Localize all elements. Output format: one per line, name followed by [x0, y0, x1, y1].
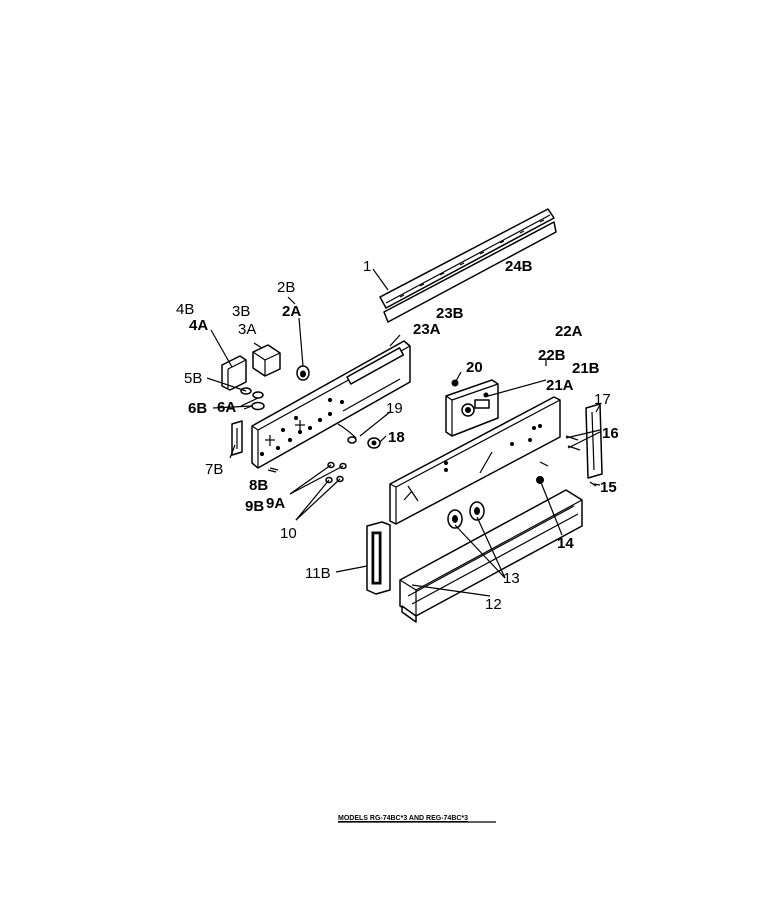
switch-block — [252, 344, 281, 377]
label-7b: 7B — [205, 461, 223, 478]
label-12: 12 — [485, 596, 502, 613]
label-15: 15 — [600, 479, 617, 496]
label-2b: 2B — [277, 279, 295, 296]
nut-18 — [367, 437, 381, 449]
screw-8b — [269, 467, 279, 471]
label-19: 19 — [386, 400, 403, 417]
wire-19 — [337, 423, 357, 444]
label-10: 10 — [280, 525, 297, 542]
end-cap-11b — [366, 521, 391, 595]
label-21b: 21B — [572, 360, 600, 377]
label-14: 14 — [557, 535, 574, 552]
label-8b: 8B — [249, 477, 268, 494]
label-21a: 21A — [546, 377, 574, 394]
back-panel — [251, 340, 411, 469]
label-16: 16 — [602, 425, 619, 442]
front-control-panel — [389, 396, 561, 525]
control-module — [445, 379, 499, 437]
bottom-trim-extrusion — [399, 489, 583, 623]
label-2a: 2A — [282, 303, 301, 320]
label-18: 18 — [388, 429, 405, 446]
clip-part — [296, 365, 310, 381]
label-11b: 11B — [305, 565, 331, 582]
label-5b: 5B — [184, 370, 202, 387]
label-9b: 9B — [245, 498, 264, 515]
label-6a: 6A — [217, 399, 236, 416]
label-20: 20 — [466, 359, 483, 376]
label-1: 1 — [363, 258, 371, 275]
label-22b: 22B — [538, 347, 566, 364]
label-6b: 6B — [188, 400, 207, 417]
label-3b: 3B — [232, 303, 250, 320]
top-trim-rail — [379, 208, 557, 323]
knobs-13 — [447, 501, 485, 529]
label-4b: 4B — [176, 301, 194, 318]
label-17: 17 — [594, 391, 611, 408]
models-caption: MODELS RG-74BC*3 AND REG-74BC*3 — [338, 815, 468, 822]
label-4a: 4A — [189, 317, 208, 334]
leader-lines — [206, 268, 601, 597]
label-3a: 3A — [238, 321, 256, 338]
screws-9-10 — [325, 461, 347, 484]
label-22a: 22A — [555, 323, 583, 340]
screw-20 — [451, 379, 459, 387]
bracket-part — [221, 355, 247, 391]
label-23a: 23A — [413, 321, 441, 338]
label-13: 13 — [503, 570, 520, 587]
label-23b: 23B — [436, 305, 464, 322]
label-24b: 24B — [505, 258, 533, 275]
label-9a: 9A — [266, 495, 285, 512]
side-end-cap — [585, 403, 603, 479]
